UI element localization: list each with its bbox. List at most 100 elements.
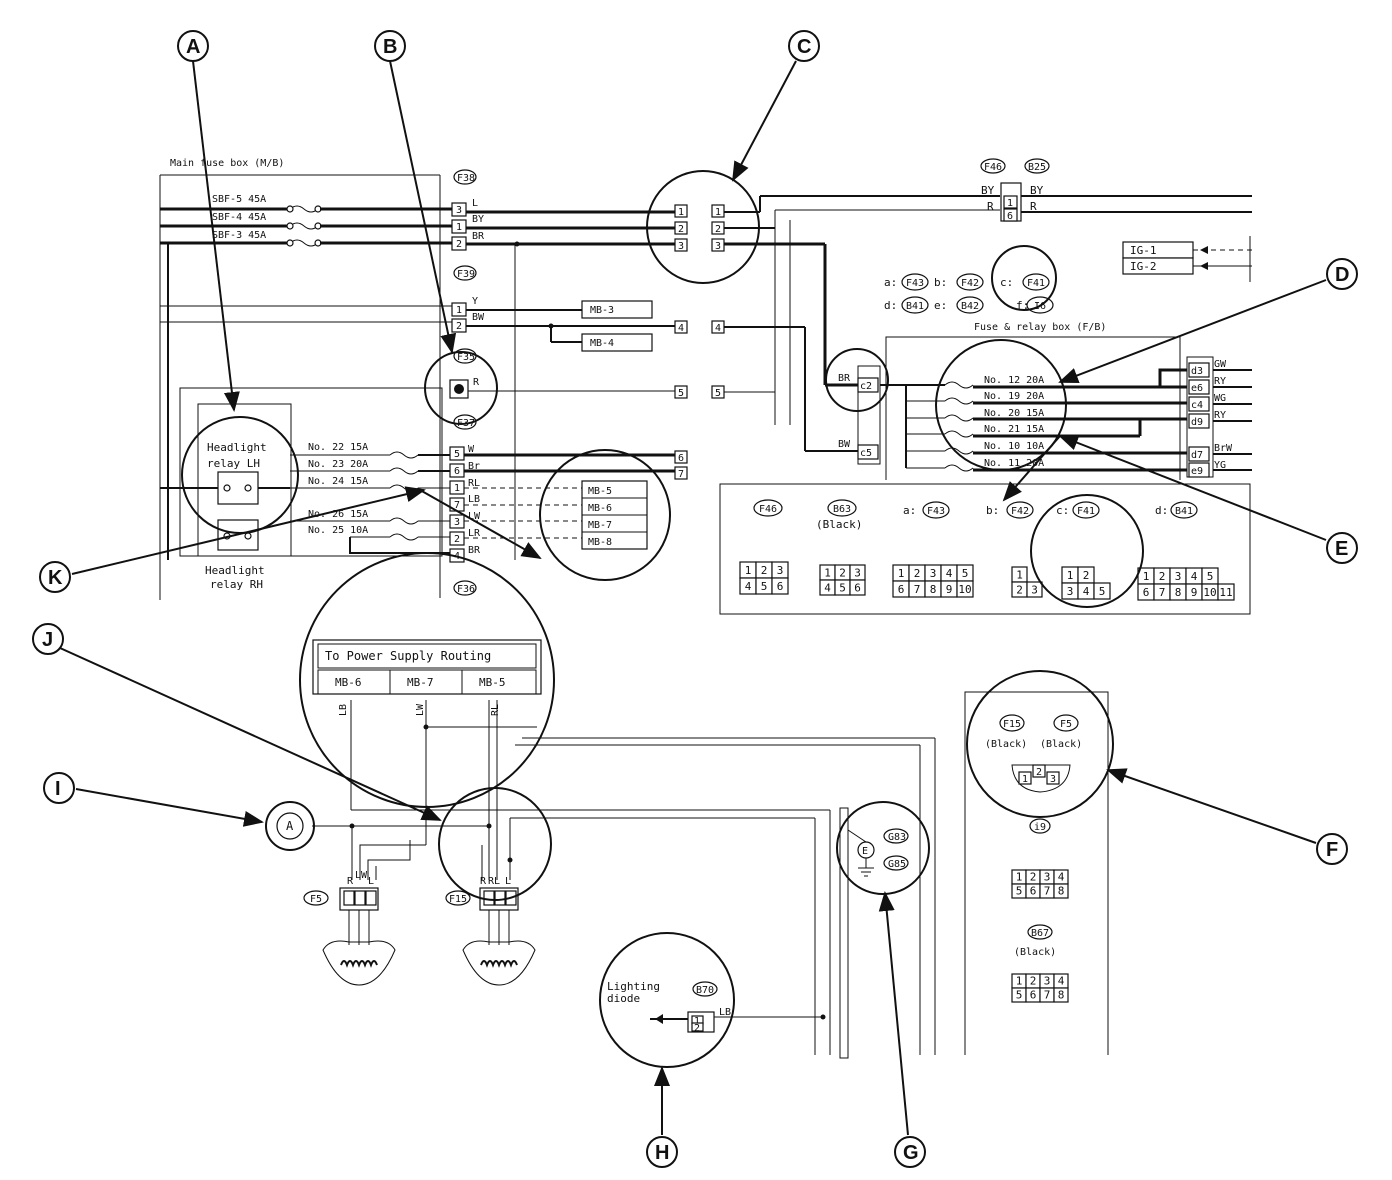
mb6-label: MB-6 (588, 503, 612, 514)
fuse-label: No. 12 20A (984, 375, 1044, 386)
callout-f-label: F (1326, 839, 1338, 861)
callout-d: D (1326, 258, 1358, 290)
pin-number: 1 (1143, 570, 1150, 583)
fuse-label: No. 10 10A (984, 441, 1044, 452)
wire-label: LR (468, 528, 481, 539)
joint-pin: 3 (715, 241, 721, 252)
fuse-label: No. 11 20A (984, 458, 1044, 469)
c2-pin: c2 (860, 381, 872, 392)
pin-number: 1 (745, 564, 752, 577)
fuse-sbf3-label: SBF-3 45A (212, 230, 266, 241)
pin-number: 4 (824, 581, 831, 594)
legend-a: a: (884, 276, 897, 289)
pin-number: 10 (1203, 586, 1216, 599)
pin-number: 3 (1044, 871, 1051, 884)
connector-f35-label: F35 (457, 352, 475, 363)
legend-a-id: F43 (906, 278, 924, 289)
ground-id: G85 (888, 859, 906, 870)
pin-number: 3 (854, 566, 861, 579)
joint-pin: 1 (715, 207, 721, 218)
joint-pin: 3 (678, 241, 684, 252)
headlight-relay-lh-label-1: Headlight (207, 441, 267, 454)
f37-pin: 2 (454, 534, 460, 545)
legend-d: d: (884, 299, 897, 312)
callout-d-label: D (1335, 264, 1349, 286)
right-f5-color: (Black) (1040, 739, 1082, 750)
output-pin: e9 (1191, 466, 1203, 477)
connector-panel: F46 B63 (Black) a: F43 b: F42 c: F41 d: … (719, 483, 1251, 1003)
output-pin: e6 (1191, 383, 1203, 394)
pin-number: 3 (1067, 585, 1074, 598)
connector-b25-label: B25 (1028, 162, 1046, 173)
joint-pin: 4 (678, 323, 684, 334)
joint-pin: 2 (678, 224, 684, 235)
callout-j: J (32, 623, 64, 655)
f37-pin: 5 (454, 449, 460, 460)
pin-number: 2 (1016, 583, 1023, 596)
f37-pin: 7 (454, 500, 460, 511)
wire-label: L (472, 198, 478, 209)
fuse-label: No. 22 15A (308, 442, 368, 453)
fuse-label: No. 21 15A (984, 424, 1044, 435)
pin-number: 6 (1030, 885, 1037, 898)
pin-number: 6 (1143, 586, 1150, 599)
fuse-sbf5-label: SBF-5 45A (212, 194, 266, 205)
ground-ref-label: A (286, 819, 294, 833)
connector-d-id: B41 (1175, 506, 1193, 517)
pin-cell (1026, 581, 1043, 598)
pin-number: 5 (1207, 570, 1214, 583)
f39-pin: 2 (456, 321, 462, 332)
pin-number: 2 (761, 564, 768, 577)
pin-number: 2 (1159, 570, 1166, 583)
callout-b: B (374, 30, 406, 62)
joint-pin: 4 (715, 323, 721, 334)
pin-number: 1 (824, 566, 831, 579)
pin-number: 5 (962, 567, 969, 580)
callout-i-label: I (55, 778, 61, 800)
wire-label: BrW (1214, 443, 1233, 454)
pin-number: 3 (1044, 975, 1051, 988)
fuse-relay-box-title: Fuse & relay box (F/B) (974, 322, 1106, 333)
f37-pin: 6 (454, 466, 460, 477)
top-connector-pin: 6 (1007, 211, 1013, 222)
pin-cell (956, 580, 974, 598)
right-connector-panel: F15 F5 (Black) (Black) 1 2 3 i9 B67 (Bla… (964, 691, 1109, 1055)
legend-b: b: (934, 276, 947, 289)
headlight-relay-lh-label-2: relay LH (207, 457, 260, 470)
wire-label: L (505, 876, 511, 887)
joint-pin: 2 (715, 224, 721, 235)
pin-number: 5 (1099, 585, 1106, 598)
pin-number: 1 (898, 567, 905, 580)
pin-number: 9 (1191, 586, 1198, 599)
joint-pin: 7 (678, 469, 684, 480)
pin-number: 2 (914, 567, 921, 580)
f38-pin: 3 (456, 205, 462, 216)
wire-label: LW (415, 703, 426, 716)
callout-a: A (177, 30, 209, 62)
fuse-label: No. 25 10A (308, 525, 368, 536)
headlight-relay-rh-label-2: relay RH (210, 578, 263, 591)
legend-b-id: F42 (961, 278, 979, 289)
diode-pin: 1 (694, 1016, 700, 1027)
wire-label: BR (468, 545, 481, 556)
connector-f36-label: F36 (457, 584, 475, 595)
wire-label: BY (981, 184, 995, 197)
f37-pin-column: 5 6 1 7 3 2 4 (449, 446, 465, 563)
joint-connector: 1 2 3 1 2 3 4 4 5 5 6 7 (674, 195, 1000, 480)
connector-c-id: F41 (1077, 506, 1095, 517)
wire-label: LW (468, 511, 481, 522)
pin-number: 10 (958, 583, 971, 596)
joint-pin: 5 (678, 388, 684, 399)
callout-h-label: H (655, 1142, 669, 1164)
headlight-right-id: F15 (449, 894, 467, 905)
f38-pin: 1 (456, 222, 462, 233)
wire-label: RL (468, 478, 480, 489)
power-routing-cell: MB-6 (335, 676, 362, 689)
headlight-relays: Headlight relay LH Headlight relay RH (160, 387, 443, 591)
